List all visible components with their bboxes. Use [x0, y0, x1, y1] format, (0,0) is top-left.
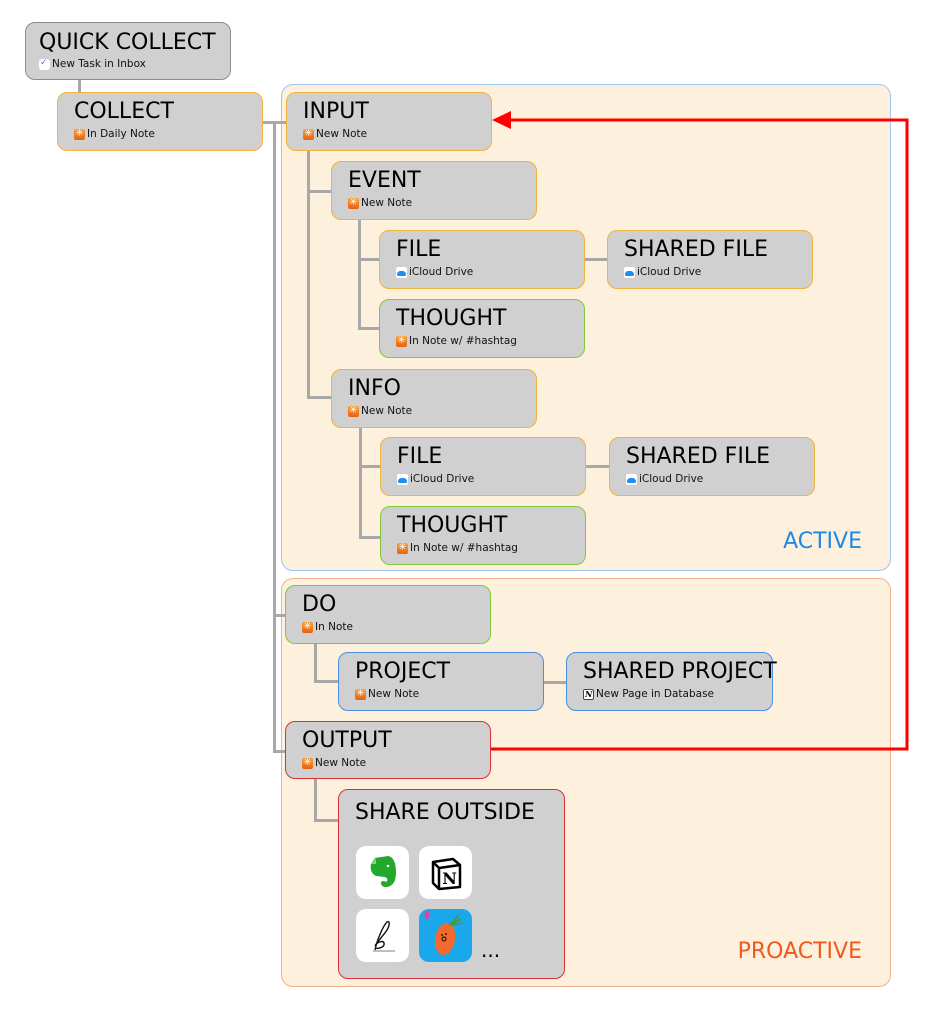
icloud-icon — [624, 266, 635, 278]
connector — [78, 80, 81, 94]
node-title: PROJECT — [355, 659, 451, 684]
goodnotes-icon — [356, 909, 409, 962]
node-title: SHARE OUTSIDE — [355, 800, 535, 825]
more-apps-indicator: ... — [481, 938, 501, 962]
node-title: THOUGHT — [397, 513, 508, 538]
node-subtitle: iCloud Drive — [396, 266, 473, 278]
proactive-zone-label: PROACTIVE — [737, 939, 862, 964]
connector — [358, 219, 361, 330]
node-title: INPUT — [303, 99, 369, 124]
connector — [359, 427, 362, 539]
node-share-outside[interactable]: SHARE OUTSIDE N ... — [338, 789, 565, 979]
node-subtitle: iCloud Drive — [624, 266, 701, 278]
connector — [307, 150, 310, 399]
node-subtitle: iCloud Drive — [626, 473, 703, 485]
node-quick-collect[interactable]: QUICK COLLECT New Task in Inbox — [25, 22, 231, 80]
node-title: SHARED FILE — [626, 444, 770, 469]
notion-icon — [583, 688, 594, 700]
connector — [314, 643, 317, 683]
node-collect[interactable]: COLLECT In Daily Note — [57, 92, 263, 151]
bear-icon — [396, 334, 407, 348]
node-title: DO — [302, 592, 337, 617]
node-event-thought[interactable]: THOUGHT In Note w/ #hashtag — [379, 299, 585, 358]
node-subtitle: New Note — [348, 196, 412, 210]
icloud-icon — [397, 473, 408, 485]
node-subtitle: New Note — [303, 127, 367, 141]
node-title: FILE — [397, 444, 443, 469]
connector — [358, 327, 380, 330]
notion-icon: N — [419, 846, 472, 899]
connector — [314, 680, 339, 683]
node-shared-project[interactable]: SHARED PROJECT New Page in Database — [566, 652, 777, 711]
connector — [273, 121, 276, 753]
bear-icon — [397, 541, 408, 555]
proactive-zone: PROACTIVE — [281, 578, 891, 987]
node-title: SHARED FILE — [624, 237, 768, 262]
node-title: OUTPUT — [302, 728, 392, 753]
node-event-file[interactable]: FILE iCloud Drive — [379, 230, 585, 289]
evernote-icon — [356, 846, 409, 899]
bear-icon — [302, 756, 313, 770]
node-subtitle: New Note — [355, 687, 419, 701]
node-title: THOUGHT — [396, 306, 507, 331]
node-title: EVENT — [348, 168, 421, 193]
node-subtitle: In Note — [302, 620, 353, 634]
node-title: QUICK COLLECT — [39, 30, 216, 55]
node-info-thought[interactable]: THOUGHT In Note w/ #hashtag — [380, 506, 586, 565]
ticktick-icon — [39, 58, 50, 70]
node-output[interactable]: OUTPUT New Note — [285, 721, 491, 779]
connector — [359, 465, 381, 468]
connector — [584, 258, 608, 261]
bear-icon — [303, 127, 314, 141]
connector — [543, 681, 567, 684]
bear-icon — [348, 196, 359, 210]
node-do[interactable]: DO In Note — [285, 585, 491, 644]
connector — [314, 819, 339, 822]
node-title: SHARED PROJECT — [583, 659, 777, 684]
connector — [307, 396, 332, 399]
icloud-icon — [396, 266, 407, 278]
node-info-shared-file[interactable]: SHARED FILE iCloud Drive — [609, 437, 815, 496]
feedback-arrow-line — [491, 118, 909, 751]
connector — [273, 750, 286, 753]
node-title: INFO — [348, 376, 401, 401]
svg-text:N: N — [442, 869, 457, 888]
connector — [359, 536, 381, 539]
node-event-shared-file[interactable]: SHARED FILE iCloud Drive — [607, 230, 813, 289]
node-subtitle: In Note w/ #hashtag — [397, 541, 518, 555]
connector — [314, 778, 317, 822]
node-subtitle: New Page in Database — [583, 688, 714, 700]
node-info-file[interactable]: FILE iCloud Drive — [380, 437, 586, 496]
node-event[interactable]: EVENT New Note — [331, 161, 537, 220]
bear-icon — [302, 620, 313, 634]
node-subtitle: In Daily Note — [74, 127, 155, 141]
active-zone-label: ACTIVE — [783, 529, 862, 554]
node-title: COLLECT — [74, 99, 174, 124]
node-subtitle: iCloud Drive — [397, 473, 474, 485]
bear-icon — [74, 127, 85, 141]
connector — [358, 258, 380, 261]
connector — [586, 465, 610, 468]
bear-icon — [348, 404, 359, 418]
carrot-app-icon — [419, 909, 472, 962]
node-subtitle: New Note — [348, 404, 412, 418]
feedback-arrowhead — [492, 111, 511, 129]
node-project[interactable]: PROJECT New Note — [338, 652, 544, 711]
node-title: FILE — [396, 237, 442, 262]
bear-icon — [355, 687, 366, 701]
node-subtitle: New Note — [302, 756, 366, 770]
node-input[interactable]: INPUT New Note — [286, 92, 492, 151]
connector — [307, 190, 332, 193]
connector — [273, 614, 286, 617]
node-subtitle: New Task in Inbox — [39, 58, 146, 70]
node-subtitle: In Note w/ #hashtag — [396, 334, 517, 348]
icloud-icon — [626, 473, 637, 485]
node-info[interactable]: INFO New Note — [331, 369, 537, 428]
